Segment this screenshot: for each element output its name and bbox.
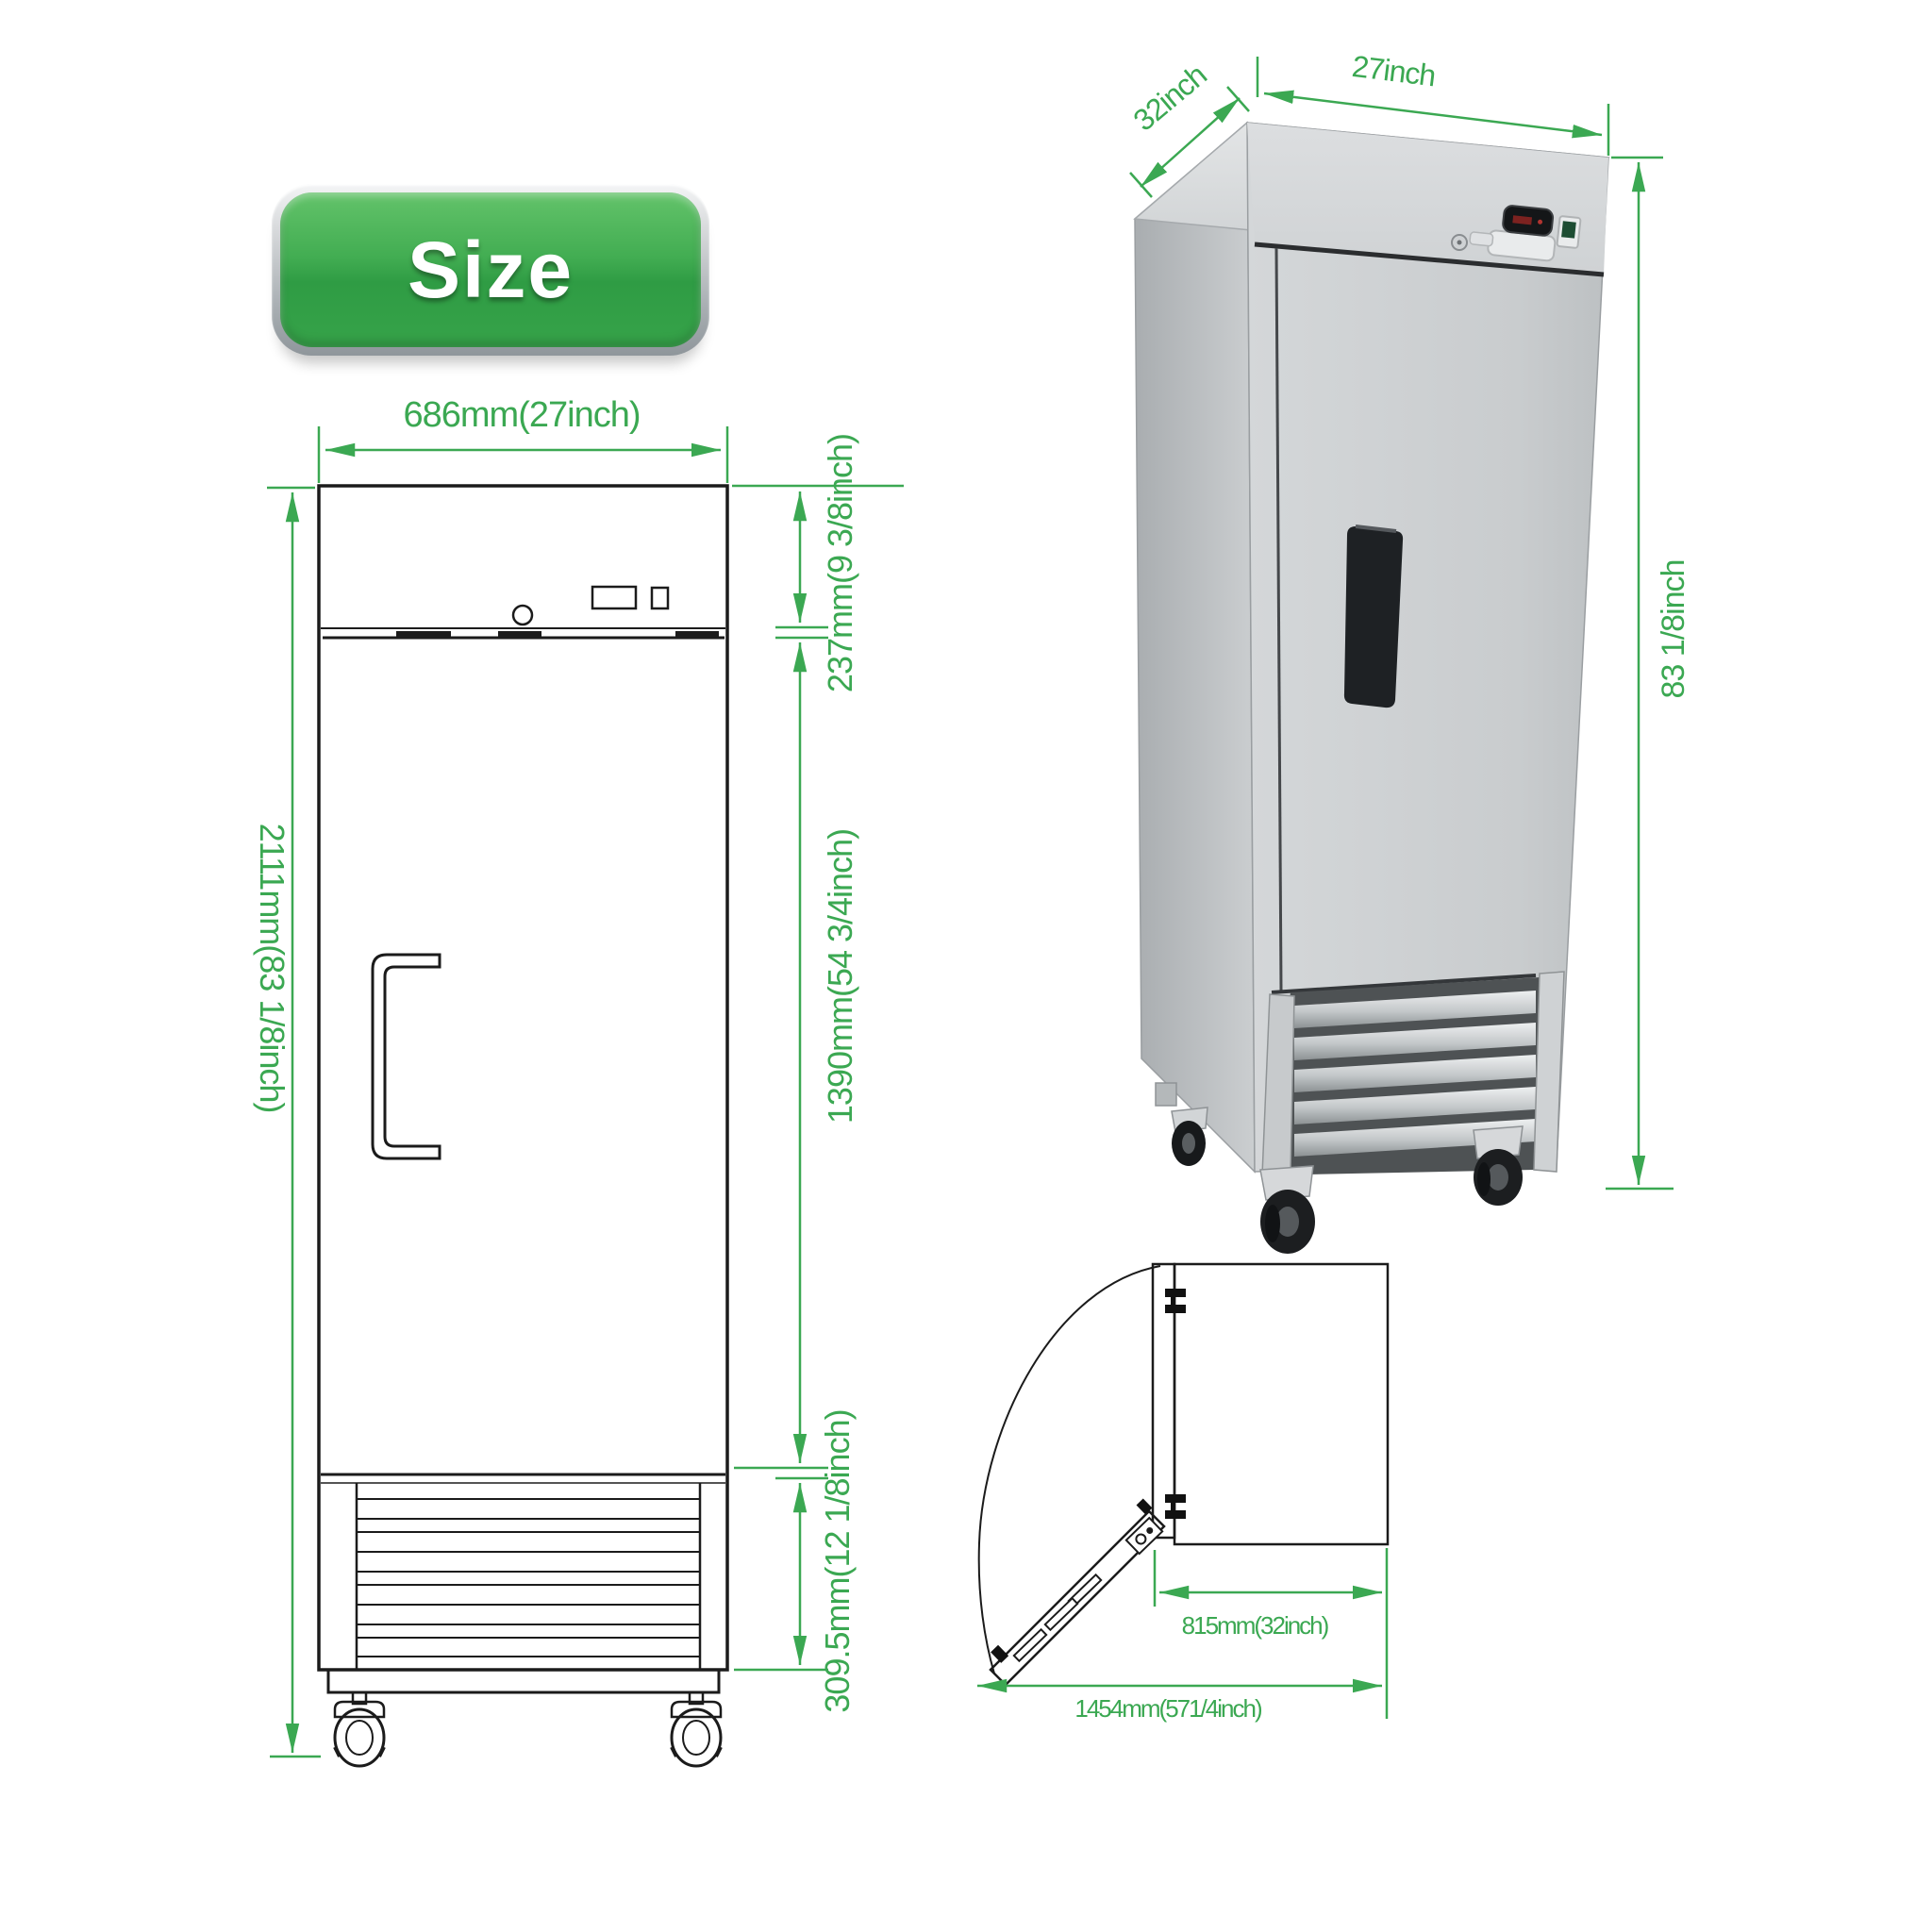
iso-grille-slat (1294, 1055, 1536, 1092)
iso-door-bottom-edge (1271, 974, 1537, 994)
iso-side-panel (1134, 121, 1256, 1174)
top-door-open (989, 1498, 1166, 1687)
front-bottom-section-dimension-label: 309.5mm(12 1/8inch) (818, 1409, 857, 1712)
iso-caster-front-left (1259, 1165, 1315, 1254)
top-hinge-lower (1165, 1494, 1186, 1519)
iso-door-handle-lip (1355, 525, 1397, 533)
iso-caster-right (1473, 1125, 1524, 1206)
iso-grille (1261, 971, 1565, 1176)
top-view-dimensions: 815mm(32inch) 1454mm(571/4inch) (977, 1548, 1389, 1723)
front-view-dimensions: 686mm(27inch) 2111mm(83 1/8inch) 237mm(9… (253, 395, 904, 1758)
iso-door-handle (1343, 526, 1404, 708)
front-switch (650, 586, 670, 610)
iso-display-dot (1538, 219, 1543, 225)
top-door-pivot-hinge (1124, 1516, 1164, 1556)
iso-view: 32inch 27inch 83 1/8inch (1127, 49, 1691, 1254)
iso-height-dimension-label: 83 1/8inch (1656, 560, 1691, 699)
top-door-width-dimension-label: 815mm(32inch) (1182, 1611, 1329, 1640)
front-keyhole (511, 604, 534, 626)
size-badge: Size (272, 184, 709, 356)
front-display-panel (591, 585, 638, 610)
top-door-vent-slot (1012, 1627, 1048, 1663)
top-door-hinge-tab (1136, 1498, 1153, 1515)
iso-grille-slat (1294, 1023, 1536, 1060)
front-top-section-dimension-label: 237mm(9 3/8inch) (821, 434, 859, 692)
front-base-plate (326, 1668, 721, 1694)
iso-grille-slat (1294, 991, 1536, 1028)
iso-display-digits (1512, 215, 1533, 225)
iso-keyhole-center (1457, 240, 1462, 245)
iso-depth-dimension-label: 32inch (1127, 58, 1213, 137)
iso-header-divider (1254, 242, 1605, 277)
iso-side-fitting (1155, 1082, 1177, 1107)
front-door-handle (371, 953, 441, 1160)
iso-width-dimension-label: 27inch (1350, 49, 1437, 92)
iso-grille-slat (1294, 1087, 1536, 1124)
iso-lock-tab (1469, 231, 1494, 247)
top-door-vent-slot (1043, 1596, 1079, 1632)
iso-grille-right-frame (1533, 971, 1565, 1173)
front-width-dimension-label: 686mm(27inch) (404, 395, 641, 435)
iso-caster-rear-left (1171, 1107, 1208, 1166)
iso-door-seam (1274, 247, 1283, 991)
front-middle-section-dimension-label: 1390mm(54 3/4inch) (821, 829, 859, 1124)
front-grille (355, 1483, 702, 1670)
front-cabinet-outline (317, 484, 729, 1672)
size-badge-label: Size (407, 225, 575, 314)
top-view-drawing: 815mm(32inch) 1454mm(571/4inch) (977, 1262, 1390, 1723)
top-cabinet-footprint (1173, 1262, 1390, 1546)
top-hinge-upper (1165, 1289, 1186, 1313)
top-door-swing-arc (977, 1265, 1161, 1674)
top-swing-width-dimension-label: 1454mm(571/4inch) (1074, 1694, 1262, 1723)
top-door-end-hinge (991, 1644, 1009, 1663)
iso-grille-slat (1294, 1119, 1536, 1157)
front-view-drawing: 686mm(27inch) 2111mm(83 1/8inch) 237mm(9… (253, 395, 904, 1768)
size-badge-face: Size (280, 192, 701, 347)
front-caster-left (333, 1690, 386, 1768)
front-caster-right (670, 1690, 723, 1768)
iso-control-panel (1451, 205, 1582, 262)
iso-power-switch-rocker (1561, 221, 1576, 239)
top-door-closed (1151, 1262, 1176, 1540)
front-height-dimension-label: 2111mm(83 1/8inch) (253, 824, 291, 1113)
